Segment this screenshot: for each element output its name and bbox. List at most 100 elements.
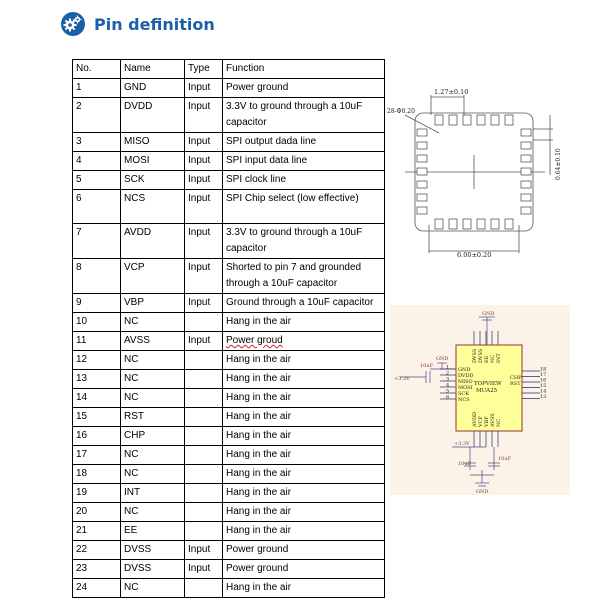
cell-type <box>184 483 223 503</box>
cell-name: NC <box>120 464 185 484</box>
column-header-type: Type <box>184 59 223 79</box>
package-pad <box>520 128 532 137</box>
cell-type: Input <box>184 78 223 98</box>
package-pad <box>448 218 458 230</box>
cell-name: EE <box>120 521 185 541</box>
gear-icon <box>61 12 85 36</box>
package-pad <box>416 180 428 189</box>
cell-type <box>184 502 223 522</box>
cell-no: 12 <box>72 350 121 370</box>
package-pad <box>504 114 514 126</box>
cell-no: 1 <box>72 78 121 98</box>
cell-name: GND <box>120 78 185 98</box>
cell-no: 16 <box>72 426 121 446</box>
package-pad <box>416 193 428 202</box>
cell-no: 21 <box>72 521 121 541</box>
schematic-pin-label: RST <box>510 381 521 387</box>
schematic-pin-label: DVDD <box>458 373 474 379</box>
cell-function: Power ground <box>222 540 385 560</box>
cell-name: NC <box>120 445 185 465</box>
cell-name: NC <box>120 502 185 522</box>
package-pad <box>416 167 428 176</box>
cell-type: Input <box>184 189 223 224</box>
cell-function: Hang in the air <box>222 521 385 541</box>
chip-label-part: MUA25 <box>476 388 498 394</box>
schematic-pin-label: DVSS <box>472 348 478 363</box>
cell-no: 9 <box>72 293 121 313</box>
schematic-pin-label: 5 <box>446 389 449 395</box>
package-pad <box>520 206 532 215</box>
cell-type <box>184 426 223 446</box>
schematic-pin-label: 15 <box>540 383 546 389</box>
cell-function: Hang in the air <box>222 426 385 446</box>
side-dimension: 0.64±0.10 <box>555 148 562 180</box>
gnd-left-label: GND <box>436 356 448 362</box>
cell-name: VCP <box>120 258 185 294</box>
supply-left-label: +3.3V <box>394 376 410 382</box>
cell-function: SPI Chip select (low effective) <box>222 189 385 224</box>
cell-function: Hang in the air <box>222 483 385 503</box>
schematic-pin-label: 1 <box>446 365 449 371</box>
schematic-pin-label: VBP <box>484 416 490 428</box>
schematic-pin-label: AVSS <box>490 413 496 428</box>
cell-type <box>184 350 223 370</box>
cell-no: 19 <box>72 483 121 503</box>
schematic-pin-label: CHP <box>510 375 522 381</box>
cell-no: 4 <box>72 151 121 171</box>
cell-no: 3 <box>72 132 121 152</box>
cell-name: NC <box>120 312 185 332</box>
package-pad <box>490 218 500 230</box>
cell-function: Hang in the air <box>222 369 385 389</box>
schematic-pin-label: EE <box>484 355 490 363</box>
schematic-pin-label: 18 <box>540 367 546 373</box>
column-header-function: Function <box>222 59 385 79</box>
cell-function: 3.3V to ground through a 10uF capacitor <box>222 97 385 133</box>
section-header: Pin definition <box>60 10 215 38</box>
cap-left-label: 10uF <box>420 363 434 369</box>
column-header-no: No. <box>72 59 121 79</box>
package-pad <box>416 206 428 215</box>
cell-type <box>184 407 223 427</box>
schematic-pin-label: DVSS <box>478 348 484 363</box>
package-pad <box>520 141 532 150</box>
column-header-name: Name <box>120 59 185 79</box>
cell-name: DVDD <box>120 97 185 133</box>
cell-name: VBP <box>120 293 185 313</box>
cell-name: NC <box>120 388 185 408</box>
package-pad <box>520 193 532 202</box>
cell-function: Hang in the air <box>222 578 385 598</box>
schematic-pin-label: 4 <box>446 383 449 389</box>
schematic-pin-label: 2 <box>446 371 449 377</box>
cell-type <box>184 464 223 484</box>
height-dimension: 6.00±0.20 <box>457 251 491 259</box>
package-pad <box>462 218 472 230</box>
cell-function: Power ground <box>222 78 385 98</box>
cell-no: 2 <box>72 97 121 133</box>
cell-no: 20 <box>72 502 121 522</box>
cell-no: 7 <box>72 223 121 259</box>
cell-type: Input <box>184 258 223 294</box>
schematic-pin-label: NC <box>496 419 502 427</box>
cell-type: Input <box>184 97 223 133</box>
package-pad <box>520 167 532 176</box>
package-pad <box>476 114 486 126</box>
cell-no: 11 <box>72 331 121 351</box>
cell-type: Input <box>184 132 223 152</box>
cell-name: SCK <box>120 170 185 190</box>
package-pad <box>476 218 486 230</box>
